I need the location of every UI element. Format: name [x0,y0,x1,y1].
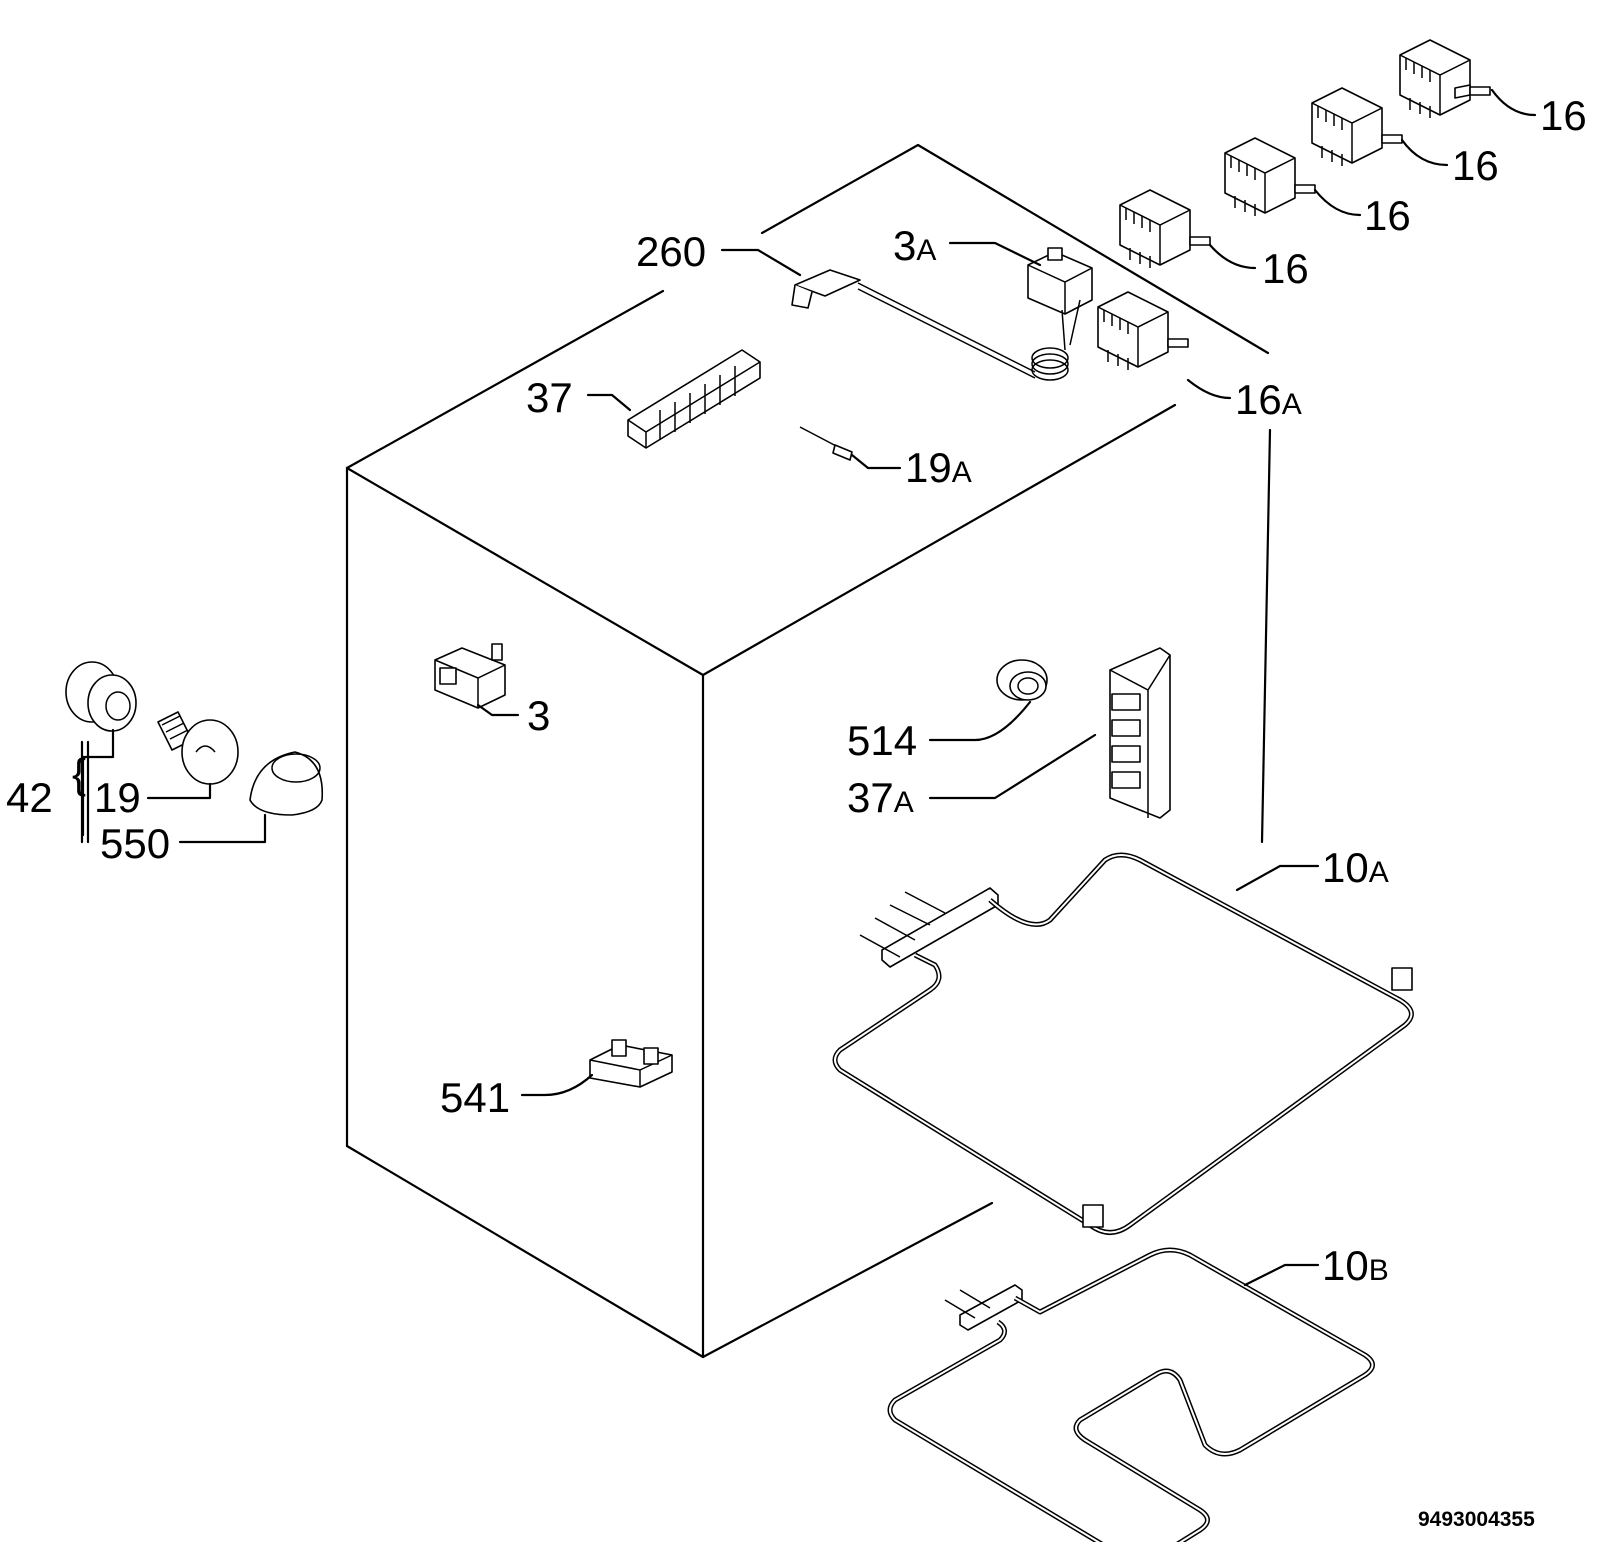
part-labels: 16 16 16 16 16A 260 3A 37 19A 3 514 37A … [6,92,1587,1289]
lamp-cover-550 [249,751,324,816]
label-514: 514 [847,717,917,764]
control-switch-16-4 [1119,189,1211,268]
door-switch-3 [434,643,506,709]
label-10a: 10A [1322,844,1389,891]
label-37a-suffix: A [894,786,914,819]
label-10a-suffix: A [1369,856,1389,889]
lamp-socket [65,661,137,732]
label-16-2: 16 [1452,142,1499,189]
control-switch-16a [1097,291,1189,370]
lamp-holder-514 [996,659,1048,701]
lamp-wire-19a [799,426,853,461]
label-37a-number: 37 [847,774,894,821]
label-19a-number: 19 [905,444,952,491]
label-16-4: 16 [1262,245,1309,292]
label-10b: 10B [1322,1242,1389,1289]
label-19: 19 [94,774,141,821]
control-switch-16-2 [1311,87,1403,166]
heating-element-10b [887,1247,1375,1542]
document-code: 9493004355 [1418,1508,1535,1531]
label-37a: 37A [847,774,914,821]
label-260: 260 [636,228,706,275]
label-19a: 19A [905,444,972,491]
lamp-bulb-19 [157,711,239,785]
label-16a-number: 16 [1235,376,1282,423]
control-switch-16-1 [1399,39,1491,118]
label-541: 541 [440,1074,510,1121]
label-16-1: 16 [1540,92,1587,139]
label-10b-number: 10 [1322,1242,1369,1289]
label-3: 3 [527,692,550,739]
thermostat-3a [1027,247,1093,381]
label-10b-suffix: B [1369,1254,1389,1287]
heating-element-10a [832,852,1414,1235]
control-switch-16-3 [1224,137,1316,216]
label-10a-number: 10 [1322,844,1369,891]
label-42: 42 [6,774,53,821]
terminal-block-37 [627,349,761,449]
thermal-cutout-541 [589,1039,673,1088]
label-16-3: 16 [1364,192,1411,239]
temperature-sensor-260 [791,269,1036,379]
label-3a: 3A [893,222,936,269]
label-3a-number: 3 [893,222,916,269]
label-16a-suffix: A [1282,388,1302,421]
terminal-block-37a [1109,647,1171,819]
label-37: 37 [526,374,573,421]
label-16a: 16A [1235,376,1302,423]
label-3a-suffix: A [916,234,936,267]
label-19a-suffix: A [952,456,972,489]
label-550: 550 [100,820,170,867]
oven-cabinet [345,143,1272,1359]
svg-text:{: { [72,750,86,797]
